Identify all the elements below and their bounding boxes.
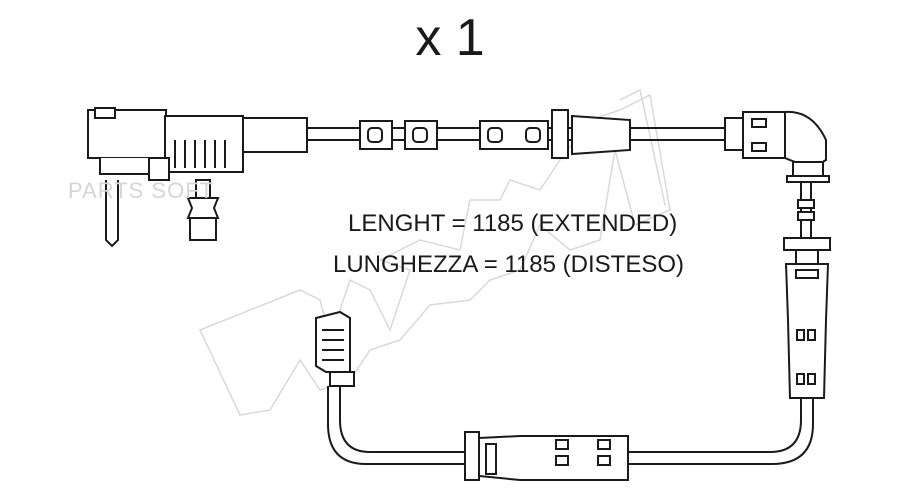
quantity-label: x 1 <box>415 9 485 67</box>
parts-soft-watermark: PARTS SOFT <box>68 178 215 203</box>
metelli-watermark-logo <box>198 88 671 416</box>
length-label-italian: LUNGHEZZA = 1185 (DISTESO) <box>333 251 684 278</box>
length-label-english: LENGHT = 1185 (EXTENDED) <box>348 210 678 237</box>
right-vertical-cable <box>797 182 815 240</box>
top-cable-clips <box>359 109 631 159</box>
sensor-probe <box>315 310 351 373</box>
right-elbow-connector <box>724 110 830 183</box>
bottom-inline-connector <box>464 431 629 481</box>
right-inline-connector <box>783 237 831 399</box>
left-connector-plug <box>87 107 308 248</box>
bottom-loop-cable <box>327 371 814 465</box>
